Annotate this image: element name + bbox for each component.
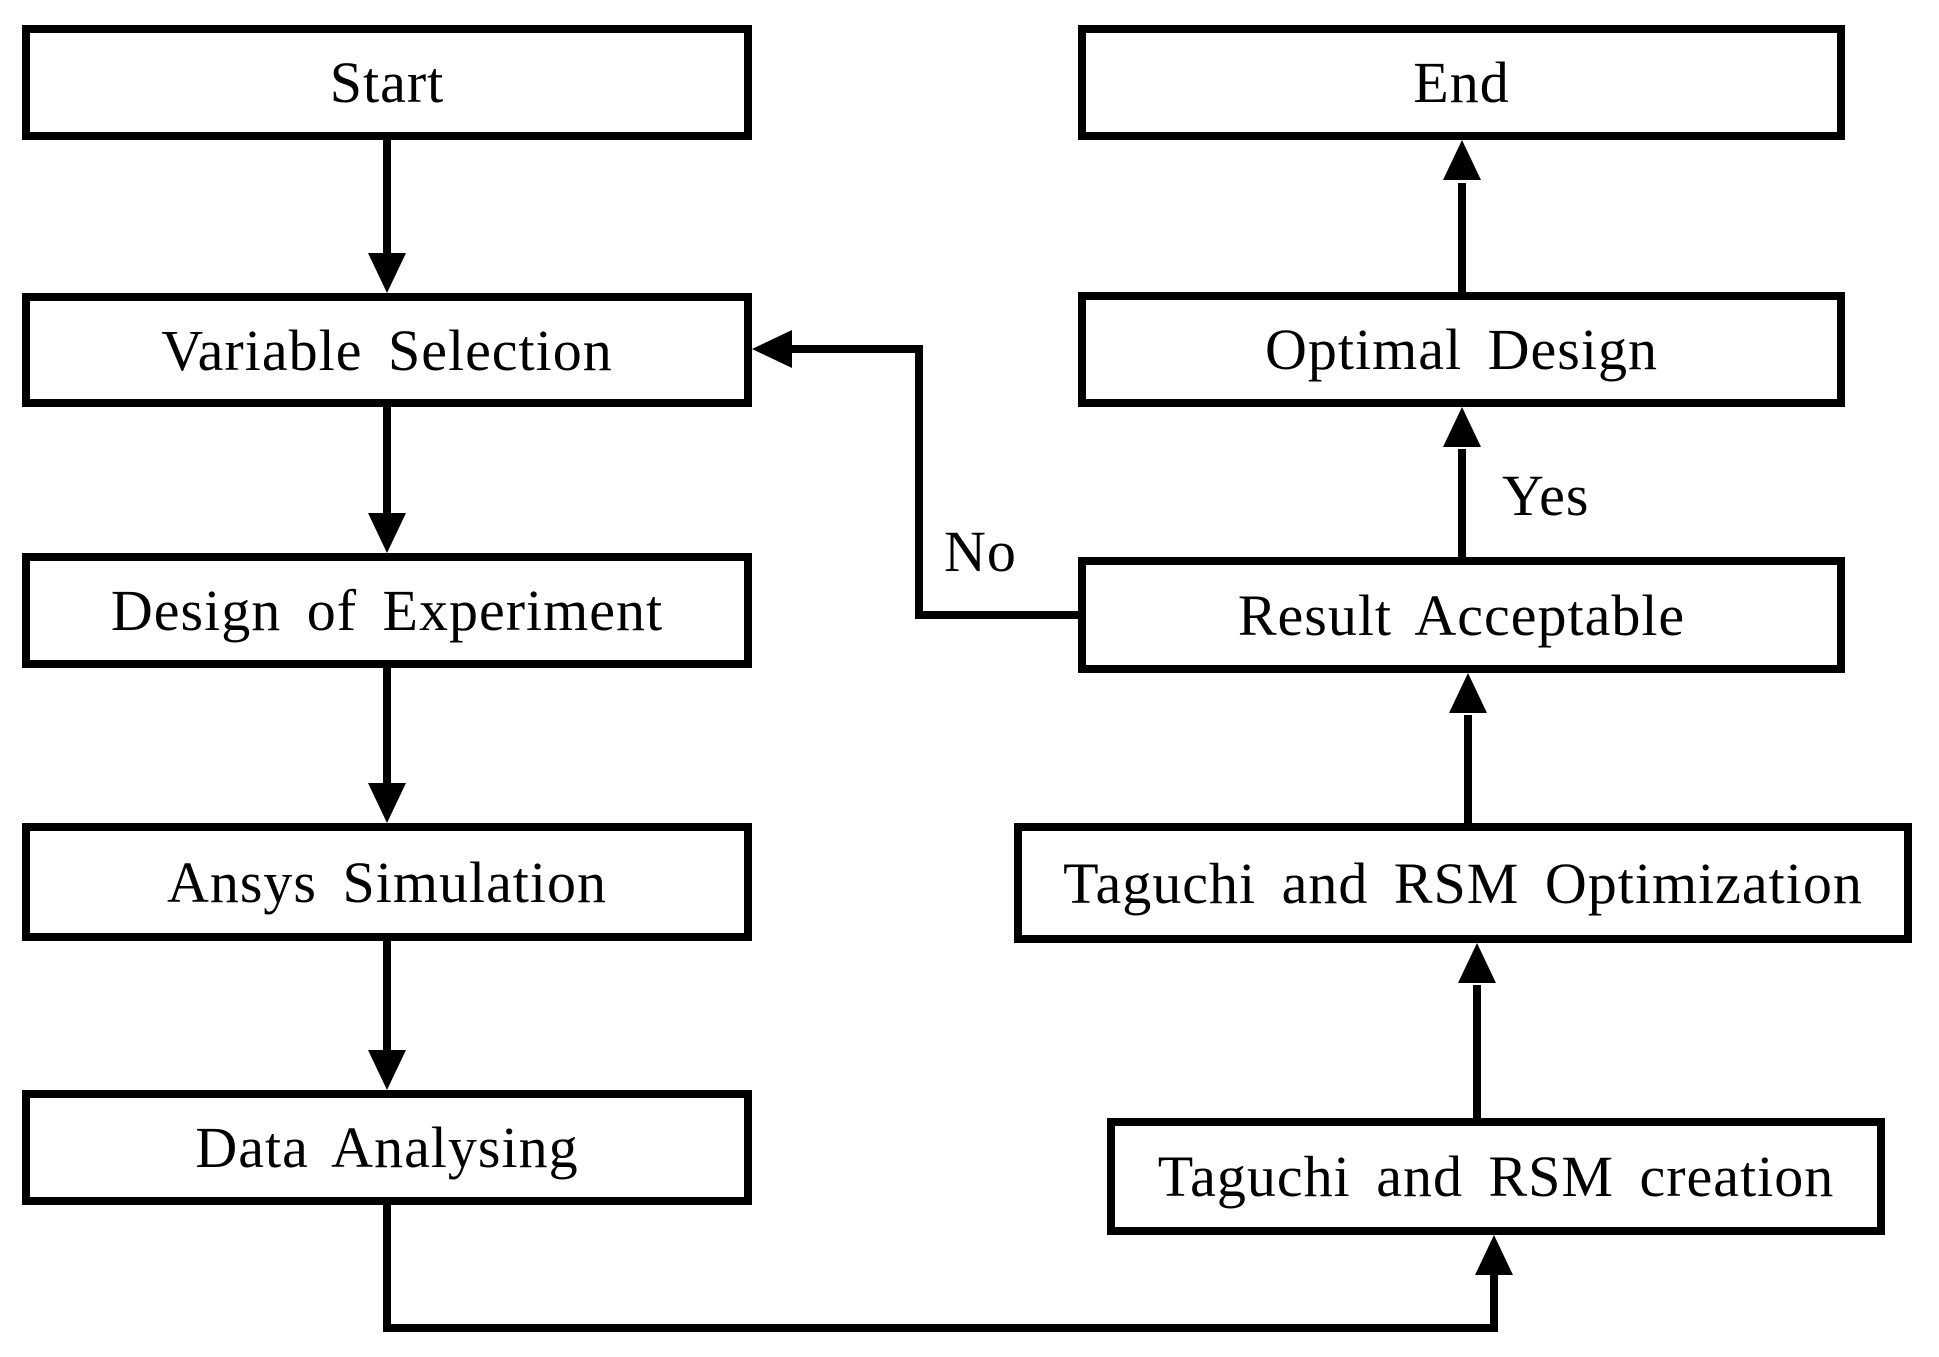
- edge-data-to-creation-line-down: [383, 1205, 391, 1332]
- node-start: Start: [22, 25, 752, 140]
- edge-creation-to-optimization-arrowhead: [1458, 943, 1496, 983]
- edge-no-arrowhead: [752, 330, 792, 368]
- node-optimal-design-label: Optimal Design: [1265, 317, 1658, 382]
- node-taguchi-rsm-creation-label: Taguchi and RSM creation: [1157, 1144, 1835, 1209]
- node-result-acceptable: Result Acceptable: [1078, 557, 1845, 673]
- node-taguchi-rsm-optimization: Taguchi and RSM Optimization: [1014, 823, 1912, 943]
- edge-label-no: No: [944, 518, 1017, 585]
- node-data-analysing-label: Data Analysing: [195, 1115, 579, 1180]
- edge-optimal-to-end-line: [1458, 183, 1466, 292]
- edge-data-to-creation-line-across: [383, 1324, 1498, 1332]
- edge-ansys-to-data-line: [383, 941, 391, 1056]
- node-taguchi-rsm-creation: Taguchi and RSM creation: [1107, 1118, 1885, 1235]
- node-result-acceptable-label: Result Acceptable: [1237, 582, 1686, 648]
- edge-result-to-optimal-arrowhead: [1443, 407, 1481, 447]
- node-design-of-experiment: Design of Experiment: [22, 553, 752, 668]
- node-variable-selection: Variable Selection: [22, 293, 752, 407]
- node-variable-selection-label: Variable Selection: [161, 317, 613, 383]
- edge-start-to-variable-line: [383, 140, 391, 260]
- edge-data-to-creation-line-up: [1490, 1271, 1498, 1332]
- node-start-label: Start: [329, 50, 445, 115]
- edge-design-to-ansys-arrowhead: [368, 783, 406, 823]
- edge-creation-to-optimization-line: [1473, 985, 1481, 1118]
- edge-no-line-top: [790, 345, 923, 353]
- edge-data-to-creation-arrowhead: [1475, 1235, 1513, 1275]
- node-end-label: End: [1413, 50, 1510, 115]
- node-data-analysing: Data Analysing: [22, 1090, 752, 1205]
- node-ansys-simulation-label: Ansys Simulation: [166, 849, 608, 915]
- edge-variable-to-design-arrowhead: [368, 513, 406, 553]
- edge-no-line-bottom: [915, 611, 1078, 619]
- edge-variable-to-design-line: [383, 407, 391, 519]
- edge-no-line-vertical: [915, 345, 923, 619]
- edge-optimal-to-end-arrowhead: [1443, 140, 1481, 180]
- edge-result-to-optimal-line: [1458, 449, 1466, 557]
- edge-ansys-to-data-arrowhead: [368, 1050, 406, 1090]
- edge-design-to-ansys-line: [383, 668, 391, 789]
- node-ansys-simulation: Ansys Simulation: [22, 823, 752, 941]
- node-taguchi-rsm-optimization-label: Taguchi and RSM Optimization: [1063, 850, 1863, 916]
- edge-optimization-to-result-line: [1464, 715, 1472, 823]
- node-end: End: [1078, 25, 1845, 140]
- node-design-of-experiment-label: Design of Experiment: [110, 578, 664, 643]
- edge-optimization-to-result-arrowhead: [1449, 673, 1487, 713]
- node-optimal-design: Optimal Design: [1078, 292, 1845, 407]
- edge-start-to-variable-arrowhead: [368, 253, 406, 293]
- edge-label-yes: Yes: [1502, 462, 1590, 529]
